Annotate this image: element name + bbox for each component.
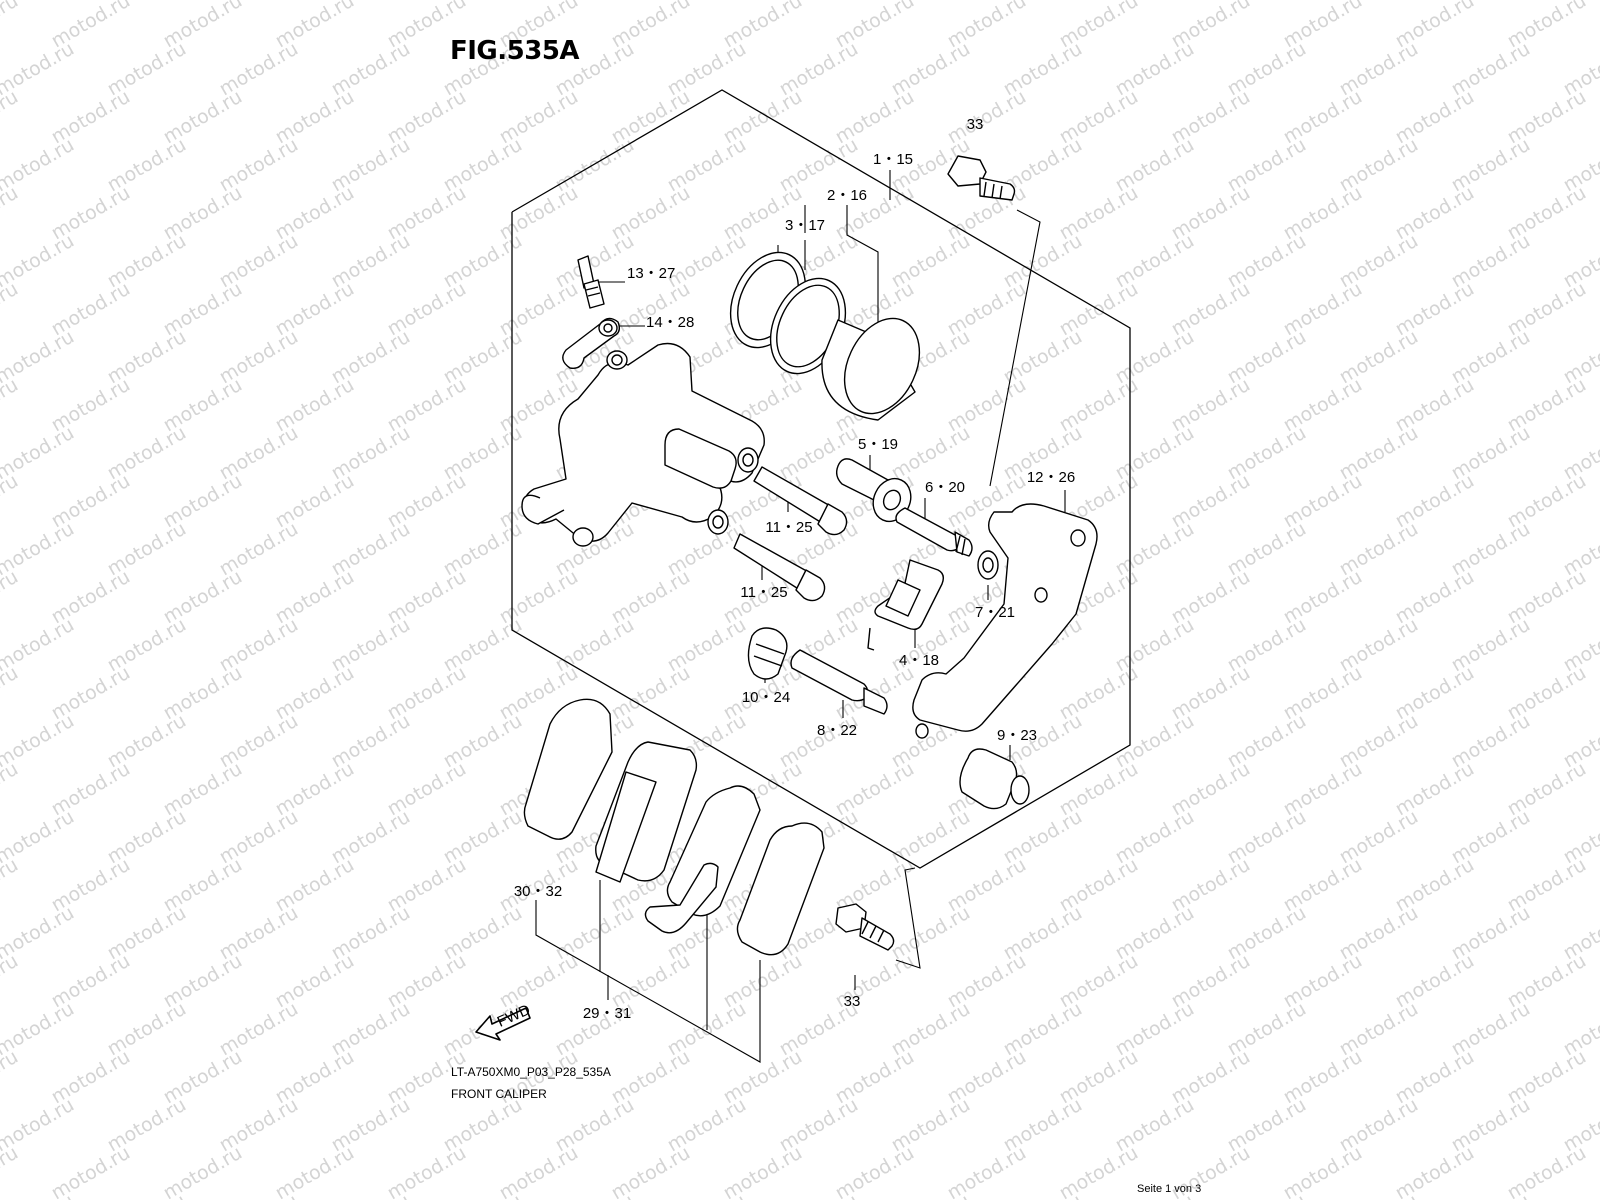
watermark-text: motod.ru bbox=[720, 1142, 806, 1200]
callout-14-28: 14・28 bbox=[646, 314, 694, 331]
slide-pin-lower bbox=[733, 533, 826, 602]
brake-pad-outer bbox=[523, 698, 613, 840]
callout-13-27: 13・27 bbox=[627, 265, 675, 282]
callout-33-bottom: 33 bbox=[844, 993, 861, 1010]
watermark-text: motod.ru bbox=[328, 1190, 414, 1200]
watermark-text: motod.ru bbox=[1560, 1190, 1600, 1200]
watermark-text: motod.ru bbox=[440, 1190, 526, 1200]
fwd-arrow-icon bbox=[475, 1007, 531, 1041]
watermark-text: motod.ru bbox=[0, 566, 22, 629]
caliper-bracket bbox=[912, 503, 1098, 739]
callout-11-25-upper: 11・25 bbox=[765, 519, 812, 536]
watermark-text: motod.ru bbox=[0, 278, 22, 341]
watermark-text: motod.ru bbox=[1280, 1142, 1366, 1200]
watermark-text: motod.ru bbox=[0, 470, 22, 533]
caliper-body bbox=[521, 342, 765, 547]
sleeve-bolt bbox=[835, 458, 912, 523]
pad-spring bbox=[867, 559, 945, 651]
brake-pad-inner bbox=[595, 741, 698, 883]
watermark-text: motod.ru bbox=[1504, 1142, 1590, 1200]
watermark-text: motod.ru bbox=[0, 182, 22, 245]
watermark-text: motod.ru bbox=[48, 1142, 134, 1200]
watermark-text: motod.ru bbox=[104, 1190, 190, 1200]
guide-pin bbox=[895, 507, 973, 557]
pad-clip bbox=[644, 862, 719, 934]
callout-7-21: 7・21 bbox=[975, 604, 1015, 621]
watermark-text: motod.ru bbox=[832, 1142, 918, 1200]
watermark-text: motod.ru bbox=[272, 1142, 358, 1200]
callout-6-20: 6・20 bbox=[925, 479, 965, 496]
slide-pin-upper bbox=[753, 466, 848, 536]
watermark-text: motod.ru bbox=[0, 758, 22, 821]
brake-pad-rear bbox=[736, 822, 825, 956]
figure-code: LT-A750XM0_P03_P28_535A bbox=[451, 1065, 611, 1079]
bracket-sleeve bbox=[959, 748, 1030, 810]
washer bbox=[977, 550, 999, 580]
watermark-text: motod.ru bbox=[0, 950, 22, 1013]
assembly-outline bbox=[511, 89, 1131, 869]
banjo-fitting bbox=[562, 317, 621, 369]
watermark-text: motod.ru bbox=[0, 1046, 22, 1109]
callout-4-18: 4・18 bbox=[899, 652, 939, 669]
piston bbox=[821, 317, 921, 421]
watermark-text: motod.ru bbox=[1336, 1190, 1422, 1200]
page-indicator: Seite 1 von 3 bbox=[1137, 1183, 1202, 1195]
callout-2-16: 2・16 bbox=[827, 187, 867, 204]
watermark-text: motod.ru bbox=[0, 86, 22, 149]
watermark-text: motod.ru bbox=[944, 1142, 1030, 1200]
figure-caption: FRONT CALIPER bbox=[451, 1087, 547, 1101]
watermark-text: motod.ru bbox=[0, 1190, 78, 1200]
figure-title: FIG.535A bbox=[450, 36, 580, 66]
bolt-33-bottom bbox=[835, 903, 895, 951]
watermark-text: motod.ru bbox=[776, 1190, 862, 1200]
watermark-text: motod.ru bbox=[0, 374, 22, 437]
callout-30-32: 30・32 bbox=[514, 883, 562, 900]
parts bbox=[475, 155, 1098, 1041]
callout-33-top: 33 bbox=[967, 116, 984, 133]
callout-29-31: 29・31 bbox=[583, 1005, 631, 1022]
watermark-text: motod.ru bbox=[384, 1142, 470, 1200]
watermark-text: motod.ru bbox=[1448, 1190, 1534, 1200]
watermark-text: motod.ru bbox=[1000, 1190, 1086, 1200]
callout-12-26: 12・26 bbox=[1027, 469, 1075, 486]
watermark-text: motod.ru bbox=[0, 1142, 22, 1200]
callout-5-19: 5・19 bbox=[858, 436, 898, 453]
callout-3-17: 3・17 bbox=[785, 217, 825, 234]
callout-11-25-lower: 11・25 bbox=[740, 584, 787, 601]
watermark-text: motod.ru bbox=[664, 1190, 750, 1200]
watermark-text: motod.ru bbox=[608, 1142, 694, 1200]
bleeder-screw bbox=[577, 255, 605, 309]
watermark-text: motod.ru bbox=[496, 1142, 582, 1200]
bracket-pin bbox=[790, 649, 888, 715]
bolt-33-top bbox=[947, 155, 1016, 201]
watermark-text: motod.ru bbox=[0, 662, 22, 725]
callout-9-23: 9・23 bbox=[997, 727, 1037, 744]
dust-boot bbox=[747, 627, 788, 680]
watermark-text: motod.ru bbox=[216, 1190, 302, 1200]
watermark-text: motod.ru bbox=[888, 1190, 974, 1200]
watermark-text: motod.ru bbox=[160, 1142, 246, 1200]
watermark-text: motod.ru bbox=[0, 854, 22, 917]
callout-8-22: 8・22 bbox=[817, 722, 857, 739]
watermark-text: motod.ru bbox=[1056, 1142, 1142, 1200]
callout-10-24: 10・24 bbox=[742, 689, 790, 706]
watermark-text: motod.ru bbox=[1224, 1190, 1310, 1200]
callout-labels: 33 1・15 2・16 3・17 13・27 14・28 5・19 6・20 … bbox=[514, 116, 1075, 1022]
watermark-text: motod.ru bbox=[552, 1190, 638, 1200]
watermark-text: motod.ru bbox=[0, 0, 22, 52]
watermark-text: motod.ru bbox=[1392, 1142, 1478, 1200]
callout-1-15: 1・15 bbox=[873, 151, 913, 168]
